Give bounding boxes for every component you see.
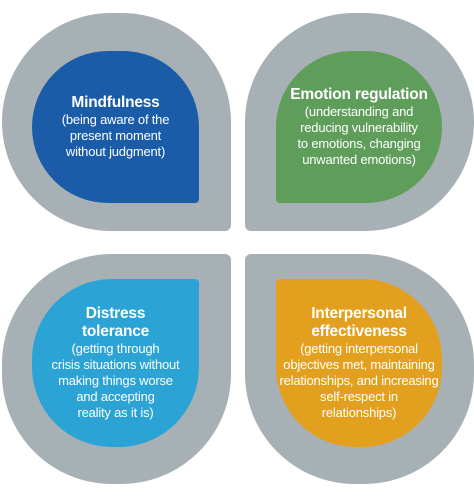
interpersonal-effectiveness-description: (getting interpersonal objectives met, m… bbox=[279, 341, 439, 420]
mindfulness-description: (being aware of the present moment witho… bbox=[61, 112, 170, 159]
distress-tolerance-description: (getting through crisis situations witho… bbox=[51, 341, 180, 420]
distress-tolerance-title: Distress tolerance bbox=[81, 305, 150, 340]
emotion-regulation-title: Emotion regulation bbox=[290, 86, 428, 103]
interpersonal-effectiveness-panel: Interpersonal effectiveness (getting int… bbox=[276, 279, 442, 447]
interpersonal-effectiveness-title: Interpersonal effectiveness bbox=[311, 305, 407, 340]
mindfulness-panel: Mindfulness (being aware of the present … bbox=[32, 51, 199, 203]
emotion-regulation-panel: Emotion regulation (understanding and re… bbox=[276, 51, 442, 203]
distress-tolerance-panel: Distress tolerance (getting through cris… bbox=[32, 279, 199, 447]
emotion-regulation-description: (understanding and reducing vulnerabilit… bbox=[297, 104, 421, 167]
mindfulness-title: Mindfulness bbox=[71, 94, 160, 111]
